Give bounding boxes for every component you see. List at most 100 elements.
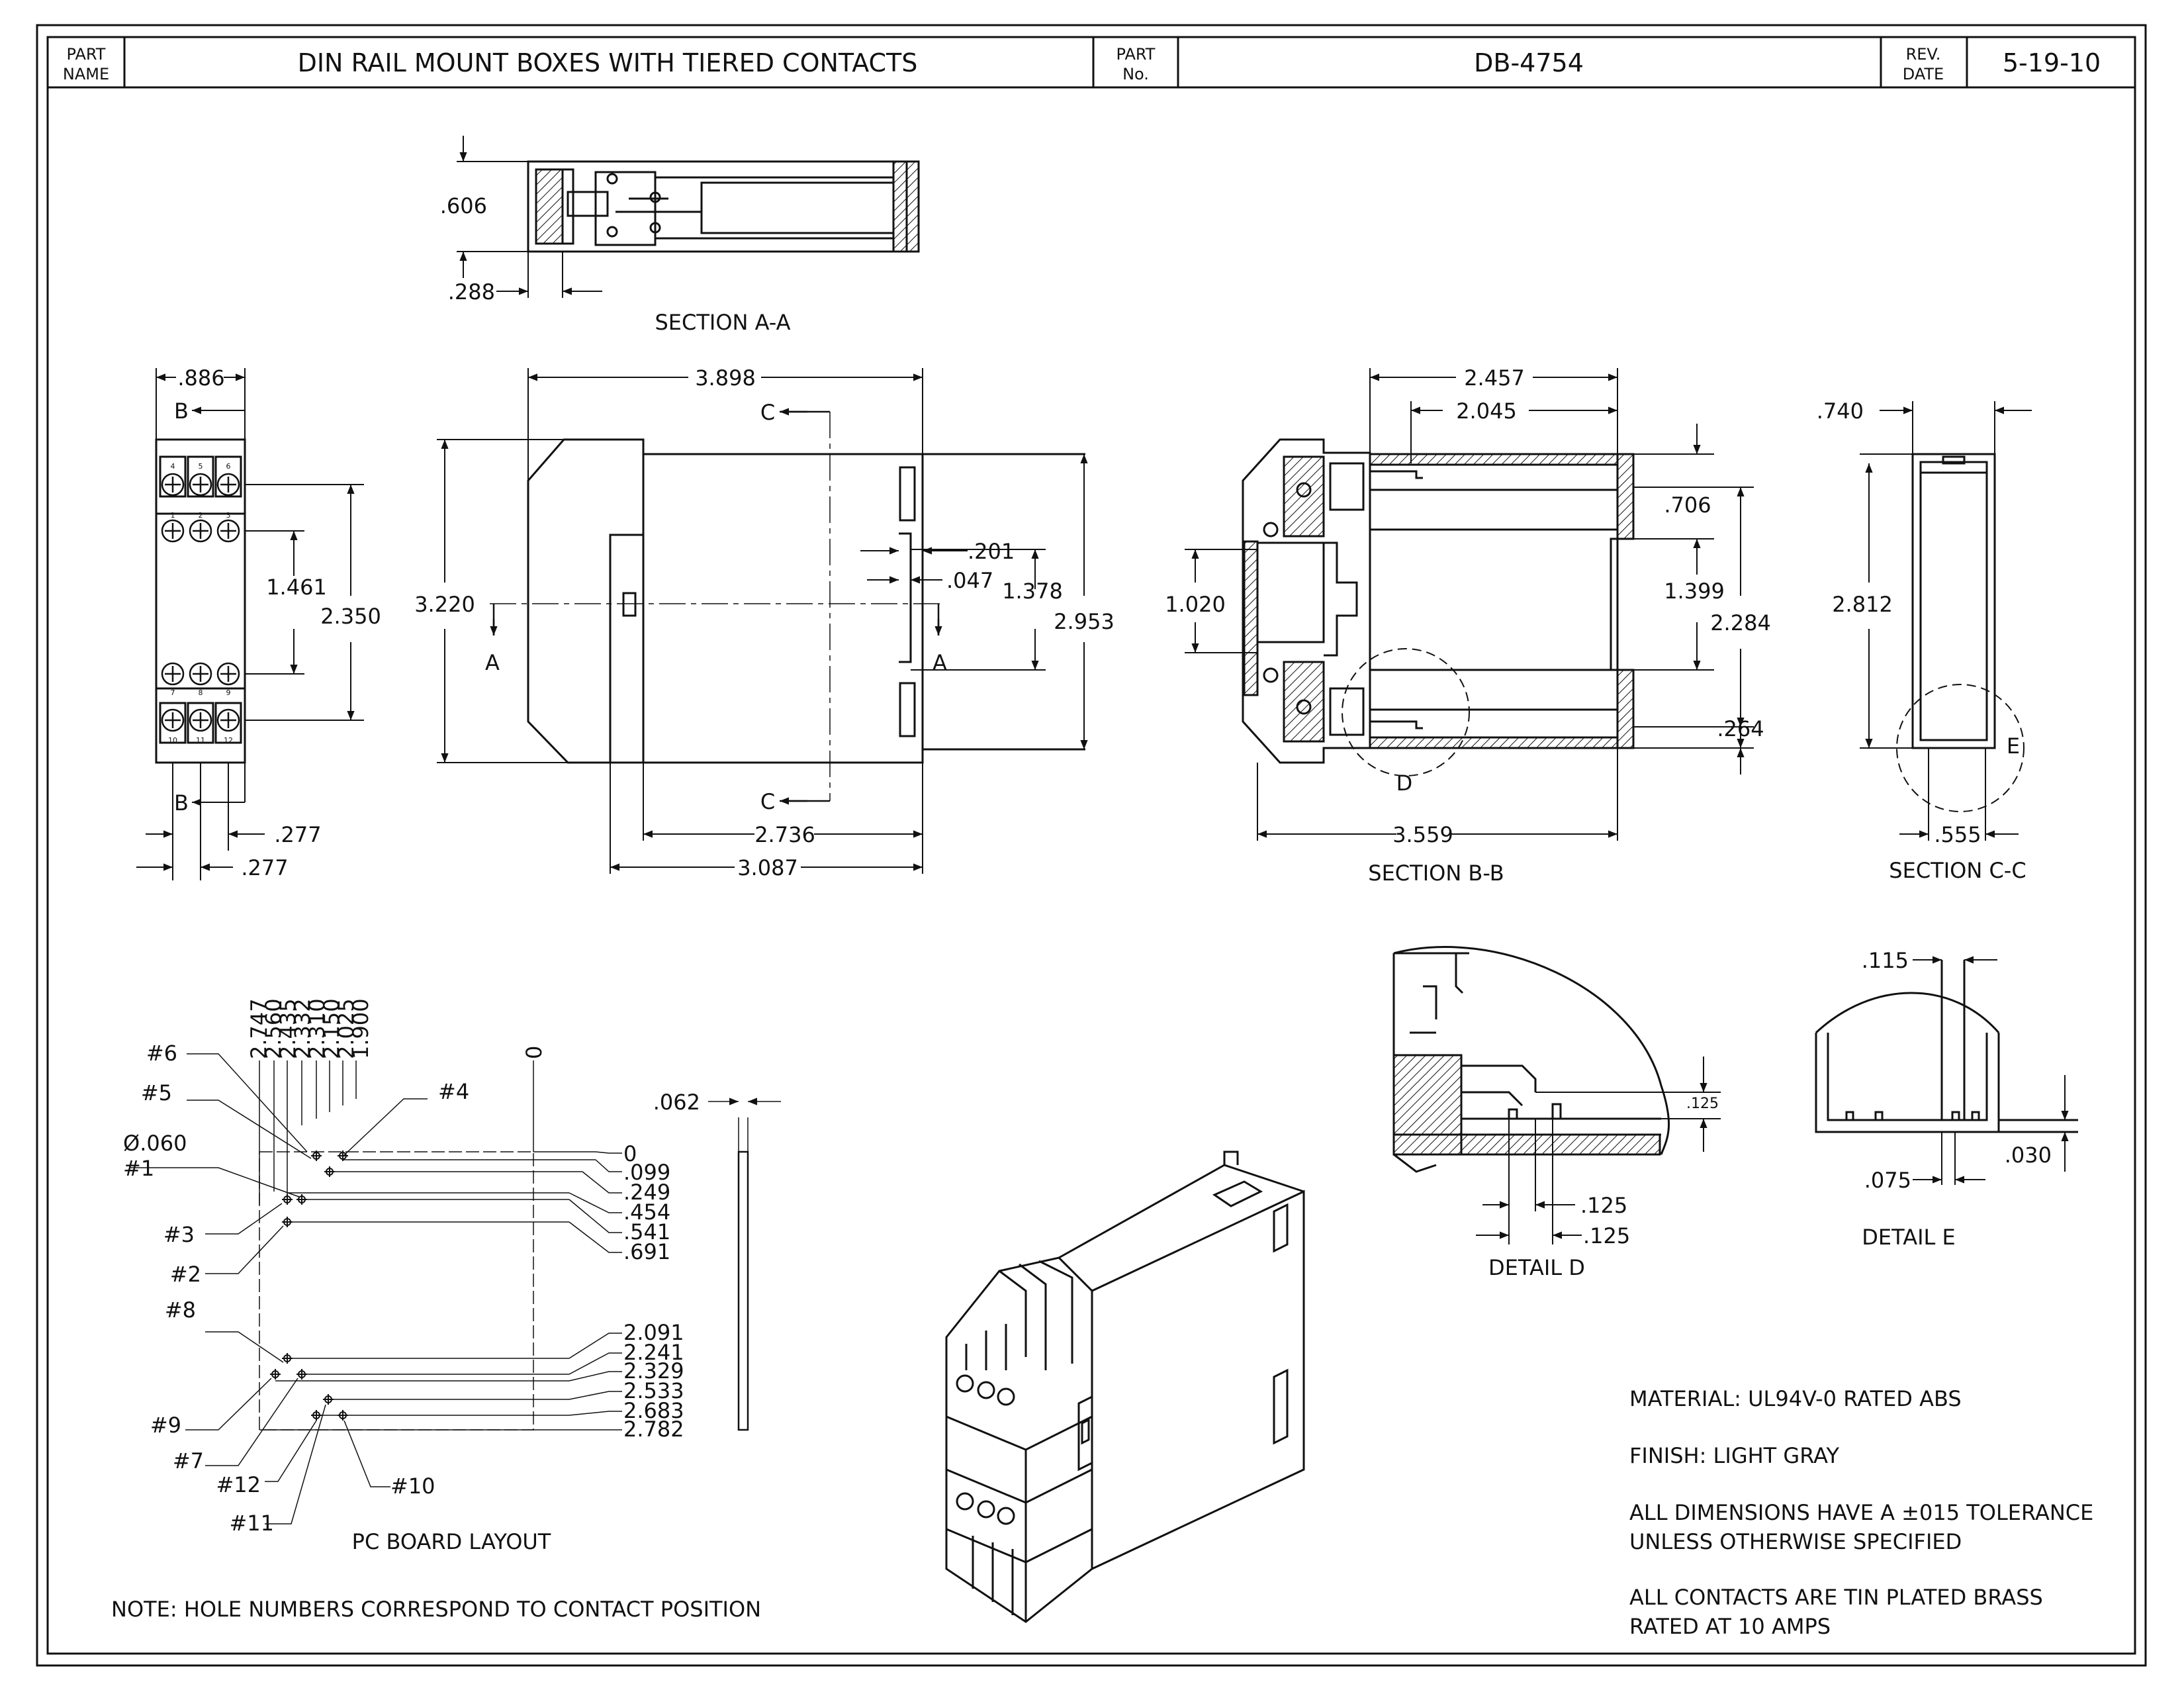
hole-label: #12 [216,1472,261,1497]
section-aa-dims [457,136,602,298]
dim-front-mid: 1.378 [1002,579,1063,604]
dim-front-clip: .201 [968,539,1015,564]
pc-board-label: PC BOARD LAYOUT [352,1529,551,1554]
note-tolerance: ALL DIMENSIONS HAVE A ±015 TOLERANCE [1629,1500,2093,1525]
detail-d-drawing [1392,946,1670,1173]
side-view-dims [136,368,364,880]
terminal-number: 8 [199,688,203,697]
pc-y-dim: 2.091 [623,1320,684,1345]
detail-d-callout-label: D [1396,771,1413,796]
note-material: MATERIAL: UL94V-0 RATED ABS [1629,1386,1962,1411]
detail-d-dims [1476,1056,1721,1244]
note-contacts: ALL CONTACTS ARE TIN PLATED BRASS [1629,1585,2043,1610]
note-hole-numbers: NOTE: HOLE NUMBERS CORRESPOND TO CONTACT… [111,1597,761,1622]
terminal-number: 11 [196,736,205,745]
title-block [48,37,2135,89]
dim-detail-d-c: .125 [1583,1223,1630,1248]
screw-icon [216,662,240,686]
dim-cc-height: 2.812 [1832,592,1893,617]
screw-icon [161,473,185,496]
terminal-number: 7 [171,688,175,697]
screw-icon [161,662,185,686]
pc-board-x-dims: 2.747 2.560 2.435 2.332 2.310 2.150 2.02… [246,998,547,1059]
hole-label: #4 [438,1079,469,1104]
dim-side-width: .886 [177,365,224,391]
detail-d-callout [1342,648,1470,776]
dim-bb-r2: 1.399 [1664,579,1725,604]
dim-bb-r3: 2.284 [1710,610,1771,635]
dim-front-clip2: .047 [946,568,993,593]
dim-front-right: 2.953 [1054,609,1115,634]
pc-x-dim: 2.150 [319,998,344,1059]
pc-y-dim: 2.782 [623,1417,684,1442]
detail-e-drawing [1815,960,2078,1133]
front-view-cut-marks [490,408,942,805]
screw-icon [189,473,212,496]
dim-bb-bottom: 3.559 [1392,822,1453,847]
dim-cc-bottom: .555 [1934,822,1981,847]
dim-detail-e-bottom: .075 [1864,1168,1911,1193]
terminal-number: 4 [171,462,175,471]
part-name: DIN RAIL MOUNT BOXES WITH TIERED CONTACT… [298,48,918,77]
dim-bb-top2: 2.045 [1456,399,1517,424]
dim-detail-e-right: .030 [2005,1143,2052,1168]
pc-x-dim: 2.560 [261,998,286,1059]
dim-detail-e-top: .115 [1862,948,1909,973]
terminal-number: 5 [199,462,203,471]
hole-label: #5 [141,1080,172,1105]
dim-bb-left: 1.020 [1165,592,1226,617]
screw-icon [189,662,212,686]
rev-date-label-2: DATE [1903,65,1944,83]
pc-y-dim: .249 [623,1180,670,1205]
pc-y-dim: 0 [623,1141,637,1166]
pc-x-dim: 2.310 [304,998,330,1059]
dim-side-pitch: .277 [241,855,288,880]
part-name-label-2: NAME [63,65,109,83]
rev-date: 5-19-10 [2003,48,2101,77]
terminal-number: 6 [226,462,231,471]
cut-line-b-label: B [174,399,189,424]
part-no-label: PART [1116,45,1156,64]
screw-icon [161,519,185,543]
detail-e-callout [1896,684,2025,812]
note-tolerance-2: UNLESS OTHERWISE SPECIFIED [1629,1529,1962,1554]
hole-label: #6 [146,1041,177,1066]
front-view-centerlines [490,412,940,801]
front-view-drawing [527,438,1085,764]
pc-x-dim: 2.435 [275,998,300,1059]
terminal-number: 2 [199,511,203,520]
pc-x-dim: 2.332 [290,998,315,1059]
note-contacts-2: RATED AT 10 AMPS [1629,1614,1831,1639]
screw-icon [216,519,240,543]
dim-cc-top: .740 [1817,399,1864,424]
terminal-number: 1 [171,511,175,520]
dim-front-base: 3.087 [737,855,798,880]
section-bb-label: SECTION B-B [1368,861,1504,886]
pc-y-dim: 2.533 [623,1378,684,1403]
hole-diameter-ref: #1 [123,1156,154,1181]
dim-side-pitch: .277 [274,822,321,847]
part-no-label-2: No. [1122,65,1149,83]
detail-e-dims [1913,956,2069,1185]
pc-x-zero: 0 [522,1046,547,1059]
pc-y-dim: 2.683 [623,1398,684,1423]
dim-front-body: 2.736 [754,822,815,847]
pc-board-dims [130,1053,781,1524]
pc-y-dim: 2.329 [623,1358,684,1383]
section-aa-drawing [527,160,920,253]
section-aa-label: SECTION A-A [655,310,790,335]
terminal-number: 12 [224,736,233,745]
detail-e-label: DETAIL E [1862,1225,1955,1250]
screw-icon [189,708,212,732]
hole-diameter: Ø.060 [123,1131,187,1156]
section-cc-label: SECTION C-C [1889,858,2026,883]
cut-line-c-label: C [760,400,775,425]
pc-board-thickness: .062 [653,1090,700,1115]
dim-section-aa-offset: .288 [448,279,495,305]
cut-line-a-label: A [933,650,947,675]
pc-x-dim: 1.900 [348,998,373,1059]
border [36,24,2147,1667]
section-cc-drawing [1911,453,1996,749]
screw-icon [216,708,240,732]
